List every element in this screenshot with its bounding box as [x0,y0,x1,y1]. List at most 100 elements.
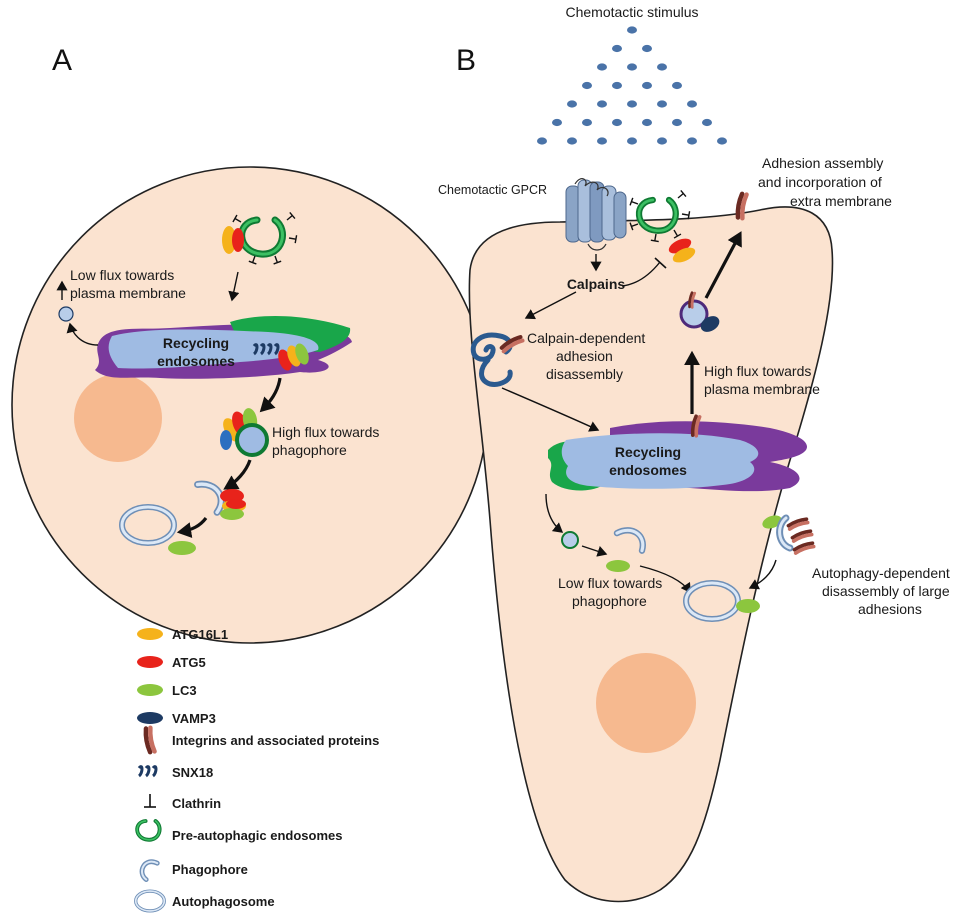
atg16l1-icon [137,628,163,640]
stimulus-dot [687,100,697,108]
panel-a-high-flux-1: High flux towards [272,424,379,440]
panel-a-atg-complex-top [222,226,244,254]
inhibit-calpain-endosome [621,261,661,287]
stimulus-dot [567,137,577,145]
panel-b-low-flux-1: Low flux towards [558,575,662,591]
panel-a-atg-complex-endosome [278,343,309,371]
stimulus-dot [627,26,637,34]
stimulus-dot [657,100,667,108]
stimulus-dot [702,118,712,127]
snx18-icon [137,765,158,778]
stimulus-dot [642,118,652,127]
adhesion-assembly-2: and incorporation of [758,174,882,190]
chemotactic-gpcr [565,178,627,251]
lc3-icon [137,684,163,696]
legend-label: VAMP3 [172,711,216,726]
stimulus-dot [552,118,562,127]
arrow-a-to-endosome [228,271,240,302]
atg5-icon [137,656,163,668]
arrow-b-adhesion-assembly [704,231,742,299]
integrin-icon [144,728,154,753]
phagophore-icon [139,859,160,882]
legend-label: Phagophore [172,862,248,877]
arrow-disassembly-endosome [501,387,600,432]
panel-a-nucleus [74,374,162,462]
panel-a-snx18 [252,343,280,356]
chemotactic-stimulus-dots [537,26,727,145]
panel-a-low-flux-1: Low flux towards [70,267,174,283]
stimulus-dot [597,100,607,108]
stimulus-dot [612,44,622,53]
panel-b-recycling-label-1: Recycling [615,444,681,460]
panel-a-recycling-label-2: endosomes [157,353,235,369]
panel-a-autophagosome [122,507,196,555]
vamp3-icon [137,712,163,724]
stimulus-dot [672,81,682,90]
panel-b-small-vesicle [561,531,579,549]
panel-b-vamp3-vesicle [679,291,720,332]
stimulus-dot [612,81,622,90]
chemotactic-gpcr-label: Chemotactic GPCR [438,183,547,197]
panel-b-high-flux-1: High flux towards [704,363,811,379]
stimulus-dot [642,44,652,53]
panel-b-letter: B [456,44,476,77]
autophagy-disassembly-3: adhesions [858,601,922,617]
stimulus-dot [627,137,637,145]
arrow-a-high-flux-2 [223,459,252,490]
panel-b-large-adhesion [762,514,816,555]
panel-a-small-vesicle [58,306,74,322]
stimulus-dot [597,63,607,71]
legend-label: Pre-autophagic endosomes [172,828,342,843]
arrow-calpains-disassembly [524,291,577,320]
stimulus-dot [537,137,547,145]
stimulus-dot [612,118,622,127]
arrow-b-autophagy-disassembly [748,559,777,590]
panel-b-cell [468,206,834,903]
arrow-a-high-flux-3 [176,516,208,539]
calpain-disassembly-1: Calpain-dependent [527,330,645,346]
panel-a-recycling-label-1: Recycling [163,335,229,351]
legend-label: SNX18 [172,765,213,780]
stimulus-dot [717,137,727,145]
panel-a-recycling-endosome: Recycling endosomes [95,315,352,379]
arrow-a-low-flux-curve [66,322,99,346]
calpain-disassembly-3: disassembly [546,366,623,382]
stimulus-dot [597,137,607,145]
stimulus-dot [672,118,682,127]
inhibit-bar [654,257,667,269]
adhesion-assembly-1: Adhesion assembly [762,155,883,171]
panel-b-nucleus [596,653,696,753]
panel-b-low-flux-2: phagophore [572,593,647,609]
panel-a-letter: A [52,44,72,77]
legend-label: ATG16L1 [172,627,228,642]
arrow-b-low-flux-1 [545,493,564,533]
stimulus-dot [627,100,637,108]
calpains-label: Calpains [567,276,626,292]
panel-b-recycling-label-2: endosomes [609,462,687,478]
chemotactic-stimulus-label: Chemotactic stimulus [565,4,698,20]
panel-b-phagophore [606,528,644,572]
stimulus-dot [657,63,667,71]
arrow-b-to-autophagosome [639,565,691,594]
legend: ATG16L1 ATG5 LC3 VAMP3 Integrins and ass… [134,627,379,913]
panel-a-atg-vesicle [220,408,269,457]
calpain-disassembly-2: adhesion [556,348,613,364]
arrow-b-low-flux-2 [581,545,608,557]
panel-b-atg-complex [668,238,696,263]
panel-a-phagophore [193,483,246,520]
legend-label: Clathrin [172,796,221,811]
clathrin-icon [144,794,156,808]
legend-label: Autophagosome [172,894,275,909]
panel-b-autophagosome [686,583,760,619]
autophagy-disassembly-2: disassembly of large [822,583,950,599]
legend-label: LC3 [172,683,197,698]
stimulus-dot [582,118,592,127]
panel-b-adhesion-vesicle [470,332,522,387]
pre-autophagic-endosome-icon [135,819,162,842]
panel-b-high-flux-2: plasma membrane [704,381,820,397]
stimulus-dot [657,137,667,145]
adhesion-assembly-3: extra membrane [790,193,892,209]
legend-label: Integrins and associated proteins [172,733,379,748]
stimulus-dot [582,81,592,90]
